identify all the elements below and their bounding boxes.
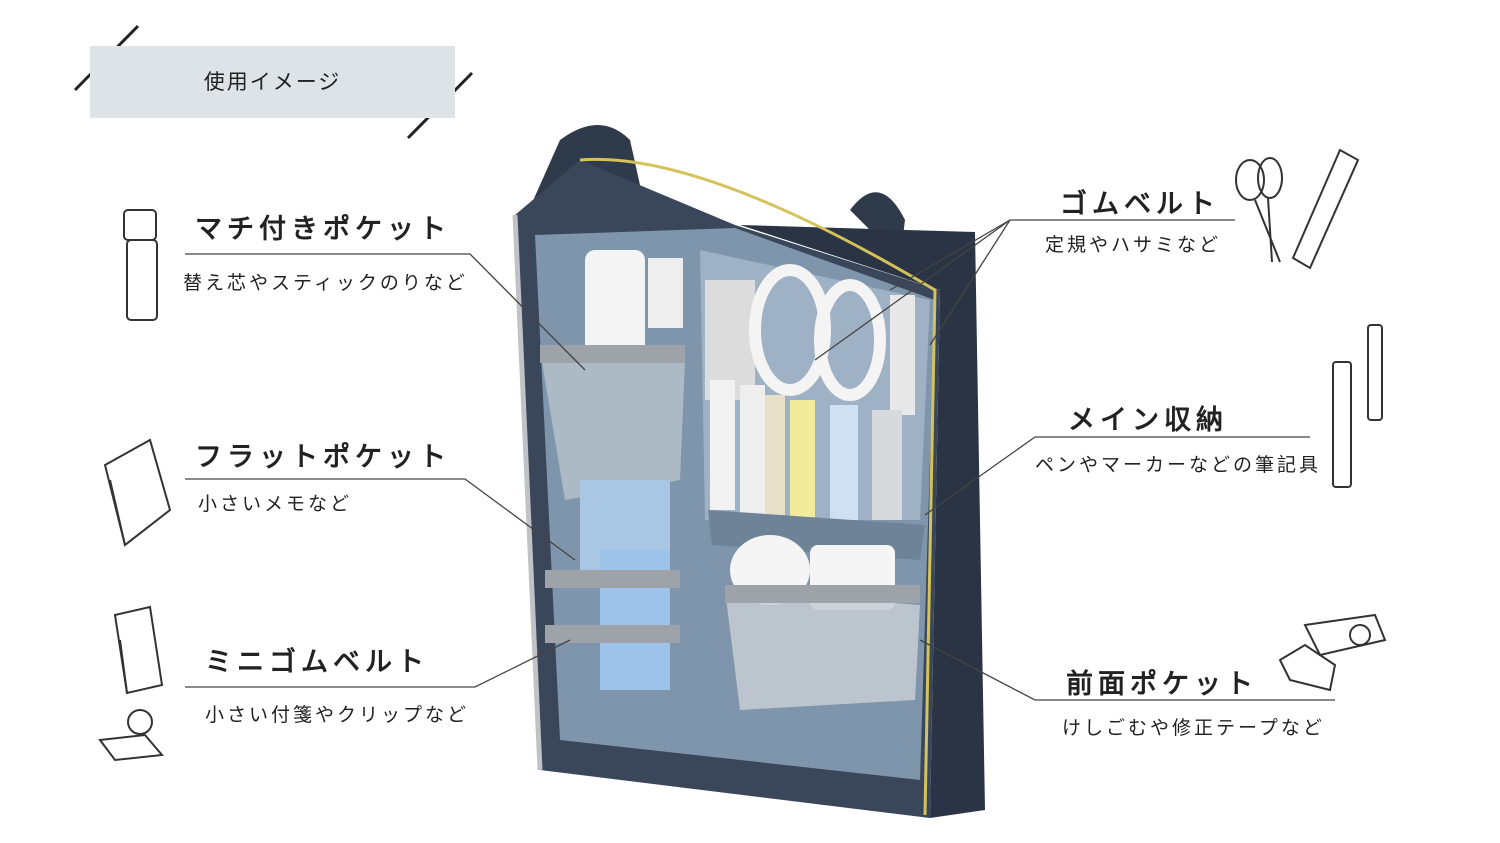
- callout-subtitle-elastic-band: 定規やハサミなど: [1045, 234, 1222, 256]
- callout-title-front-pocket: 前面ポケット: [1066, 669, 1258, 700]
- glue-stick-icon: [123, 209, 158, 321]
- section-title: 使用イメージ: [203, 70, 342, 94]
- eraser-icon: [1278, 643, 1337, 692]
- mechanical-pencil-icon: [1367, 324, 1383, 421]
- binder-clip-icon: [98, 709, 164, 762]
- callout-subtitle-mini-elastic-band: 小さい付箋やクリップなど: [205, 704, 470, 726]
- callout-title-flat-pocket: フラットポケット: [195, 442, 451, 473]
- callout-title-elastic-band: ゴムベルト: [1060, 189, 1220, 220]
- ruler-icon: [1291, 148, 1360, 270]
- callout-subtitle-front-pocket: けしごむや修正テープなど: [1062, 717, 1325, 739]
- callout-title-mini-elastic-band: ミニゴムベルト: [205, 647, 429, 678]
- callout-title-gusset-pocket: マチ付きポケット: [195, 214, 451, 245]
- memo-pad-icon: [103, 438, 172, 547]
- callout-subtitle-flat-pocket: 小さいメモなど: [198, 493, 353, 515]
- pencil-pouch-photo: [512, 125, 985, 818]
- callout-title-main-storage: メイン収納: [1068, 405, 1228, 436]
- section-header: 使用イメージ: [90, 46, 455, 118]
- correction-tape-icon: [1303, 613, 1387, 657]
- callout-subtitle-main-storage: ペンやマーカーなどの筆記具: [1035, 454, 1322, 476]
- callout-subtitle-gusset-pocket: 替え芯やスティックのりなど: [183, 272, 468, 294]
- callout-lines: [185, 219, 1335, 701]
- pen-icon: [1332, 361, 1352, 488]
- sticky-notes-icon: [113, 605, 164, 695]
- scissors-icon: [1235, 157, 1283, 263]
